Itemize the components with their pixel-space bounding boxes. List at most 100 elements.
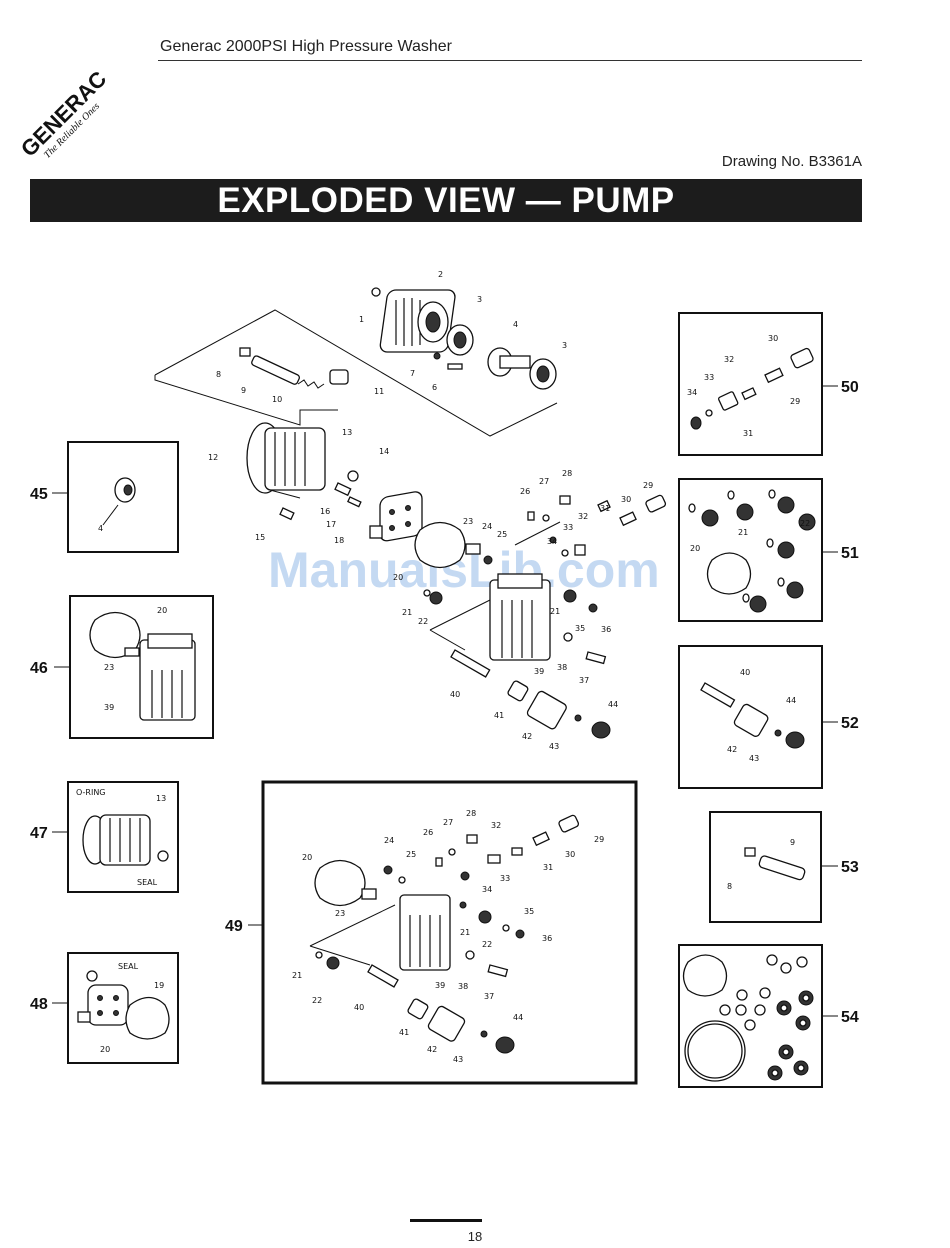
svg-text:44: 44 <box>608 700 618 709</box>
svg-text:42: 42 <box>522 732 532 741</box>
svg-text:23: 23 <box>104 663 114 672</box>
detail-box-53: 9 8 <box>709 811 838 923</box>
svg-text:8: 8 <box>216 370 221 379</box>
svg-text:40: 40 <box>740 668 750 677</box>
detail-box-46: 20 23 39 <box>54 595 214 739</box>
svg-text:20: 20 <box>690 544 700 553</box>
svg-text:34: 34 <box>687 388 697 397</box>
detail-box-45: 4 <box>52 441 179 553</box>
svg-text:44: 44 <box>513 1013 523 1022</box>
oring-label: O-RING <box>76 788 106 797</box>
document-title: Generac 2000PSI High Pressure Washer <box>160 38 452 55</box>
svg-text:19: 19 <box>154 981 164 990</box>
svg-text:21: 21 <box>738 528 748 537</box>
svg-text:37: 37 <box>579 676 589 685</box>
svg-text:35: 35 <box>575 624 585 633</box>
svg-text:37: 37 <box>484 992 494 1001</box>
svg-text:28: 28 <box>466 809 476 818</box>
svg-text:13: 13 <box>156 794 166 803</box>
svg-text:39: 39 <box>534 667 544 676</box>
svg-text:43: 43 <box>749 754 759 763</box>
svg-text:42: 42 <box>727 745 737 754</box>
svg-text:34: 34 <box>547 537 557 546</box>
detail-box-48: SEAL 19 20 <box>52 952 179 1064</box>
section-banner: EXPLODED VIEW — PUMP <box>30 179 862 222</box>
svg-text:8: 8 <box>727 882 732 891</box>
svg-text:10: 10 <box>272 395 282 404</box>
svg-text:22: 22 <box>800 519 810 528</box>
svg-text:24: 24 <box>384 836 394 845</box>
svg-text:31: 31 <box>543 863 553 872</box>
svg-text:21: 21 <box>402 608 412 617</box>
svg-text:4: 4 <box>98 524 103 533</box>
svg-text:14: 14 <box>379 447 389 456</box>
detail-box-54 <box>678 944 838 1088</box>
svg-text:41: 41 <box>399 1028 409 1037</box>
svg-text:36: 36 <box>601 625 611 634</box>
callout-51: 51 <box>841 545 859 562</box>
svg-text:11: 11 <box>374 387 384 396</box>
svg-text:29: 29 <box>643 481 653 490</box>
svg-text:30: 30 <box>565 850 575 859</box>
svg-text:22: 22 <box>418 617 428 626</box>
svg-text:26: 26 <box>423 828 433 837</box>
seal-label: SEAL <box>137 878 158 887</box>
svg-text:42: 42 <box>427 1045 437 1054</box>
svg-text:22: 22 <box>312 996 322 1005</box>
svg-text:33: 33 <box>500 874 510 883</box>
callout-54: 54 <box>841 1009 859 1026</box>
svg-text:40: 40 <box>450 690 460 699</box>
svg-text:36: 36 <box>542 934 552 943</box>
callout-49: 49 <box>225 918 243 935</box>
svg-text:35: 35 <box>524 907 534 916</box>
callout-47: 47 <box>30 825 48 842</box>
svg-text:22: 22 <box>482 940 492 949</box>
svg-text:12: 12 <box>208 453 218 462</box>
svg-text:4: 4 <box>513 320 518 329</box>
callout-53: 53 <box>841 859 859 876</box>
svg-text:15: 15 <box>255 533 265 542</box>
svg-text:43: 43 <box>549 742 559 751</box>
detail-box-51: 20 21 22 <box>678 478 838 622</box>
svg-text:2: 2 <box>438 270 443 279</box>
svg-text:39: 39 <box>435 981 445 990</box>
page-number: 18 <box>467 1229 483 1244</box>
svg-text:28: 28 <box>562 469 572 478</box>
svg-text:32: 32 <box>491 821 501 830</box>
detail-box-47: O-RING 13 SEAL <box>52 781 179 893</box>
svg-text:18: 18 <box>334 536 344 545</box>
svg-text:33: 33 <box>563 523 573 532</box>
svg-text:41: 41 <box>494 711 504 720</box>
svg-text:25: 25 <box>497 530 507 539</box>
svg-text:6: 6 <box>432 383 437 392</box>
svg-text:31: 31 <box>600 504 610 513</box>
svg-text:39: 39 <box>104 703 114 712</box>
svg-text:21: 21 <box>460 928 470 937</box>
section-title: EXPLODED VIEW — PUMP <box>217 181 675 220</box>
detail-box-52: 40 44 42 43 <box>678 645 838 789</box>
footer-bar <box>410 1219 482 1222</box>
seal-label-2: SEAL <box>118 962 139 971</box>
svg-text:32: 32 <box>578 512 588 521</box>
callout-48: 48 <box>30 996 48 1013</box>
svg-text:29: 29 <box>594 835 604 844</box>
callout-52: 52 <box>841 715 859 732</box>
generac-logo: GENERAC The Reliable Ones <box>20 66 111 162</box>
svg-text:1: 1 <box>359 315 364 324</box>
svg-text:20: 20 <box>302 853 312 862</box>
callout-50: 50 <box>841 379 859 396</box>
svg-text:20: 20 <box>157 606 167 615</box>
svg-text:13: 13 <box>342 428 352 437</box>
svg-text:25: 25 <box>406 850 416 859</box>
svg-text:3: 3 <box>562 341 567 350</box>
svg-text:20: 20 <box>100 1045 110 1054</box>
svg-text:44: 44 <box>786 696 796 705</box>
svg-text:43: 43 <box>453 1055 463 1064</box>
svg-text:33: 33 <box>704 373 714 382</box>
svg-text:27: 27 <box>539 477 549 486</box>
